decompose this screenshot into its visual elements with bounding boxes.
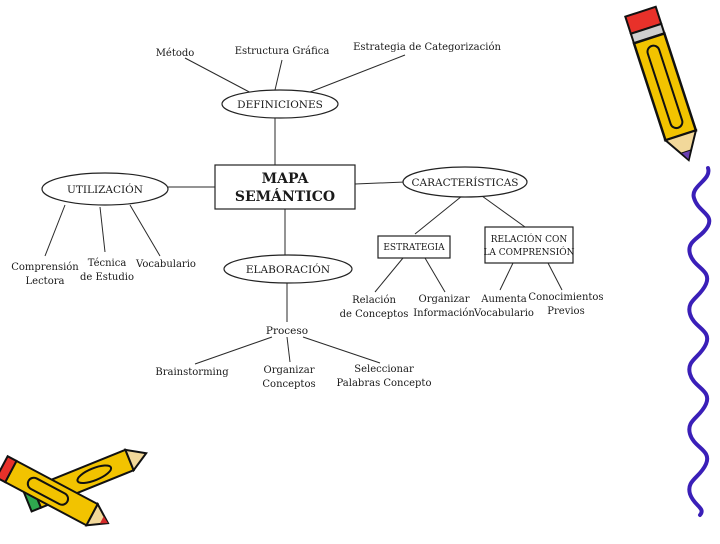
utilizacion-ellipse	[41, 172, 169, 206]
crayon-icon	[0, 448, 148, 527]
relacion-label-line2: LA COMPRENSIÓN	[483, 246, 574, 258]
edge-estrategia-cat	[304, 54, 406, 95]
elaboracion-label: ELABORACIÓN	[246, 262, 330, 276]
edge-centro-caracteristicas	[354, 181, 406, 185]
relacion-box	[484, 226, 574, 264]
edge-conocimientos	[547, 262, 563, 291]
center-title-line1: MAPA	[262, 171, 310, 187]
leaf-vocabulario: Vocabulario	[135, 259, 196, 270]
edge-estructura	[274, 59, 283, 91]
center-box	[214, 164, 356, 210]
edge-metodo	[184, 57, 256, 96]
definiciones-ellipse	[221, 89, 339, 119]
edges	[44, 54, 563, 365]
node-elaboracion: ELABORACIÓN	[223, 254, 353, 284]
edge-brainstorming	[194, 336, 273, 365]
proceso-label: Proceso	[266, 325, 308, 337]
estrategia-box	[377, 235, 451, 259]
edge-organizar-conceptos	[286, 336, 291, 363]
leaf-conocimientos-line1: Conocimientos	[528, 292, 603, 303]
utilizacion-label: UTILIZACIÓN	[67, 182, 143, 196]
node-estrategia: ESTRATEGIA	[377, 235, 451, 259]
node-caracteristicas: CARACTERÍSTICAS	[402, 166, 528, 198]
edge-relacion	[481, 195, 526, 228]
edge-seleccionar	[302, 336, 381, 364]
leaf-organizar-conceptos-line2: Conceptos	[262, 379, 315, 390]
edge-relacion-conceptos	[374, 257, 404, 293]
definiciones-label: DEFINICIONES	[237, 99, 323, 111]
edge-vocabulario	[129, 204, 161, 257]
leaf-comprension-line1: Comprensión	[11, 262, 79, 273]
leaf-seleccionar-line2: Palabras Concepto	[337, 378, 432, 389]
elaboracion-ellipse	[223, 254, 353, 284]
caracteristicas-label: CARACTERÍSTICAS	[411, 175, 518, 189]
leaf-comprension-line2: Lectora	[26, 276, 65, 287]
leaf-estructura-grafica: Estructura Gráfica	[235, 46, 330, 57]
purple-scribble-border	[687, 166, 712, 517]
edge-aumenta-vocab	[499, 262, 514, 291]
leaf-organizar-info-line1: Organizar	[419, 294, 470, 305]
edge-comprension	[44, 204, 66, 257]
relacion-label-line1: RELACIÓN CON	[491, 233, 568, 245]
node-definiciones: DEFINICIONES	[221, 89, 339, 119]
leaf-tecnica-line1: Técnica	[88, 258, 127, 269]
leaf-labels: Método Estructura Gráfica Estrategia de …	[11, 42, 603, 390]
pencil-icon	[624, 5, 698, 162]
caracteristicas-ellipse	[402, 166, 528, 198]
node-relacion: RELACIÓN CON LA COMPRENSIÓN	[483, 226, 575, 264]
edge-estrategia	[414, 195, 463, 235]
leaf-seleccionar-line1: Seleccionar	[354, 364, 414, 375]
leaf-aumenta-vocab-line1: Aumenta	[480, 294, 527, 305]
edge-organizar-info	[424, 257, 446, 293]
edge-tecnica	[99, 206, 106, 253]
leaf-organizar-conceptos-line1: Organizar	[264, 365, 315, 376]
node-utilizacion: UTILIZACIÓN	[41, 172, 169, 206]
estrategia-label: ESTRATEGIA	[383, 243, 445, 253]
leaf-estrategia-categorizacion: Estrategia de Categorización	[353, 42, 501, 53]
leaf-organizar-info-line2: Información	[413, 308, 475, 319]
leaf-relacion-conceptos-line2: de Conceptos	[340, 309, 409, 320]
center-node: MAPA SEMÁNTICO	[214, 164, 356, 210]
leaf-tecnica-line2: de Estudio	[80, 272, 134, 283]
leaf-relacion-conceptos-line1: Relación	[352, 295, 396, 306]
leaf-brainstorming: Brainstorming	[155, 367, 229, 378]
center-title-line2: SEMÁNTICO	[235, 187, 335, 205]
leaf-conocimientos-line2: Previos	[547, 306, 584, 317]
leaf-metodo: Método	[156, 48, 195, 59]
leaf-aumenta-vocab-line2: Vocabulario	[473, 308, 534, 319]
